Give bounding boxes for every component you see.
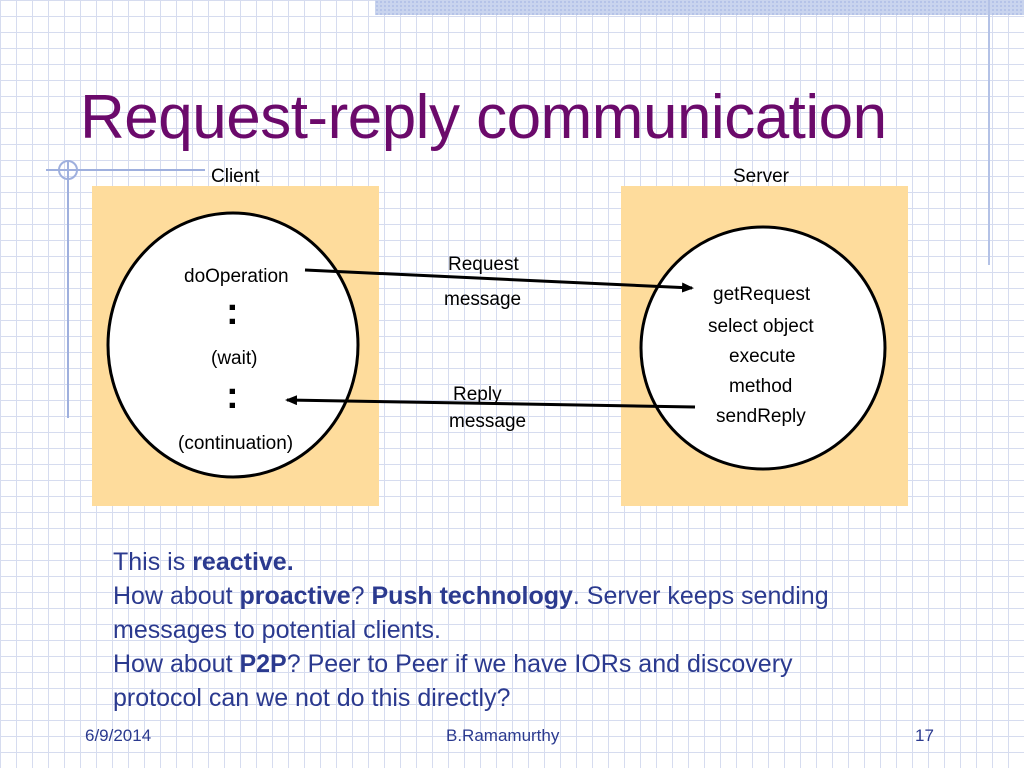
body-text: How about (113, 582, 240, 610)
body-text: protocol can we not do this directly? (113, 684, 511, 712)
do-operation-label: doOperation (184, 266, 289, 287)
get-request-label: getRequest (713, 284, 811, 305)
server-process-circle (639, 225, 887, 471)
footer-page-number: 17 (915, 726, 934, 745)
client-label: Client (211, 166, 260, 187)
footer-author: B.Ramamurthy (446, 726, 560, 745)
body-text: How about (113, 650, 240, 678)
colon-separator-1: : (226, 291, 239, 333)
body-bold-text: reactive. (192, 548, 294, 576)
execute-label: execute (729, 346, 796, 367)
request-message-label: message (444, 289, 522, 310)
body-line-1: This is reactive. (113, 545, 294, 579)
body-text: messages to potential clients. (113, 616, 441, 644)
body-line-2: How about proactive? Push technology. Se… (113, 579, 829, 613)
decorative-crosshair-circle (58, 160, 78, 180)
select-object-label: select object (708, 316, 814, 337)
body-bold-text: proactive (239, 582, 351, 610)
slide-title: Request-reply communication (80, 83, 887, 152)
body-line-5: protocol can we not do this directly? (113, 681, 510, 715)
method-label: method (729, 376, 793, 397)
server-label: Server (733, 166, 789, 187)
reply-arrow (285, 395, 696, 409)
reply-label: Reply (453, 384, 502, 405)
request-label: Request (448, 254, 519, 275)
send-reply-label: sendReply (716, 406, 806, 427)
reply-message-label: message (449, 411, 527, 432)
body-bold-text: P2P (239, 650, 287, 678)
footer-date: 6/9/2014 (85, 726, 152, 745)
continuation-label: (continuation) (178, 433, 294, 454)
body-bold-text: Push technology (371, 582, 573, 610)
colon-separator-2: : (226, 375, 239, 417)
client-process-circle (106, 211, 360, 479)
body-text: ? Peer to Peer if we have IORs and disco… (286, 650, 793, 678)
body-text: This is (113, 548, 193, 576)
request-arrow (304, 268, 694, 293)
body-line-4: How about P2P? Peer to Peer if we have I… (113, 647, 793, 681)
body-line-3: messages to potential clients. (113, 613, 441, 647)
wait-label: (wait) (211, 348, 258, 369)
decorative-top-band (375, 0, 1024, 15)
decorative-vertical-line (988, 0, 990, 265)
body-text: ? (350, 582, 372, 610)
body-text: . Server keeps sending (572, 582, 829, 610)
